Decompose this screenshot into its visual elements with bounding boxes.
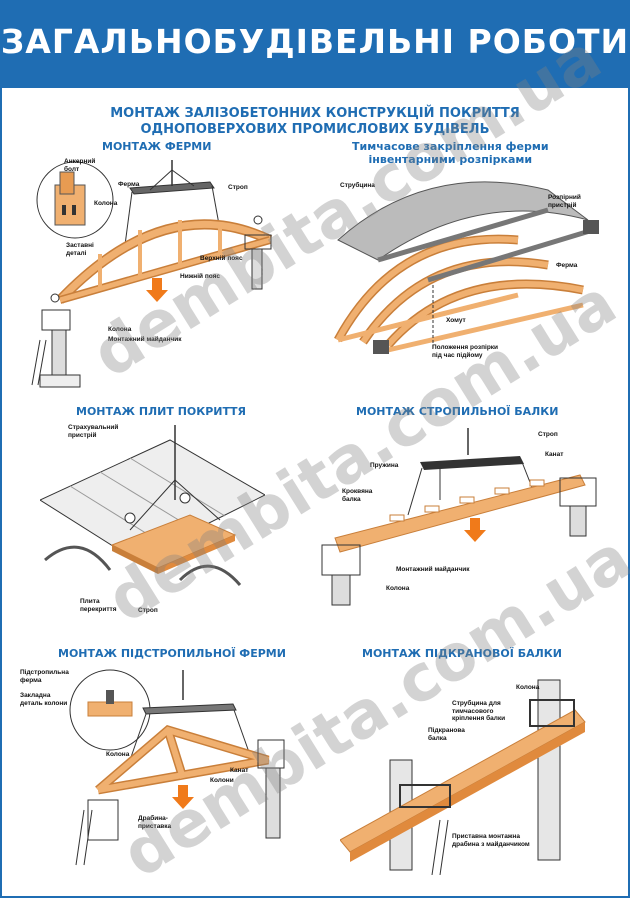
section-crane-title: МОНТАЖ ПІДКРАНОВОЇ БАЛКИ — [362, 647, 562, 660]
label-rafter-rope: Канат — [545, 451, 564, 458]
label-subrafter-rope: Канат — [230, 767, 249, 774]
temp-illustration — [334, 181, 599, 354]
label-ladder: Драбина- приставка — [138, 815, 172, 830]
slabs-illustration — [40, 425, 265, 586]
label-crane-beam: Підкранова балка — [428, 727, 465, 742]
header-bar: ЗАГАЛЬНОБУДІВЕЛЬНІ РОБОТИ — [0, 0, 630, 88]
section-truss-title: МОНТАЖ ФЕРМИ — [102, 140, 212, 153]
section-rafter-title: МОНТАЖ СТРОПИЛЬНОЇ БАЛКИ — [356, 405, 559, 418]
section-temp-title: Тимчасове закріплення ферми інвентарними… — [352, 140, 549, 166]
label-slab-sling: Строп — [138, 607, 158, 614]
label-columns: Колони — [210, 777, 234, 784]
label-rafter-column: Колона — [386, 585, 410, 592]
truss-illustration — [31, 160, 273, 388]
label-subrafter-column: Колона — [106, 751, 130, 758]
subtitle-line-2: ОДНОПОВЕРХОВИХ ПРОМИСЛОВИХ БУДІВЕЛЬ — [140, 122, 490, 137]
label-slab: Плита перекриття — [80, 598, 117, 613]
label-rafter-sling: Строп — [538, 431, 558, 438]
label-roof-beam: Кроквяна балка — [342, 488, 373, 503]
section-slabs-title: МОНТАЖ ПЛИТ ПОКРИТТЯ — [76, 405, 246, 418]
label-crane-ladder: Приставна монтажна драбина з майданчиком — [452, 833, 530, 848]
section-subrafter-title: МОНТАЖ ПІДСТРОПИЛЬНОЇ ФЕРМИ — [58, 647, 286, 660]
subtitle-line-1: МОНТАЖ ЗАЛІЗОБЕТОННИХ КОНСТРУКЦІЙ ПОКРИТ… — [110, 106, 520, 121]
label-safety: Страхувальний пристрій — [68, 424, 119, 439]
label-spacer: Розпірний пристрій — [548, 194, 581, 209]
label-upper-chord: Верхній пояс — [200, 255, 243, 262]
label-rafter-platform: Монтажний майданчик — [396, 566, 470, 573]
label-anchor-bolt: Анкерний болт — [64, 158, 96, 173]
label-spring: Пружина — [370, 462, 399, 469]
rafter-illustration — [321, 428, 597, 606]
label-platform: Монтажний майданчик — [108, 336, 182, 343]
crane-illustration — [340, 679, 586, 875]
subrafter-illustration — [69, 669, 285, 866]
label-clamp: Струбцина — [340, 182, 375, 189]
content-frame — [0, 88, 630, 898]
label-embedded: Заставні деталі — [66, 242, 94, 257]
label-truss: Ферма — [118, 181, 140, 188]
label-collar: Хомут — [446, 317, 466, 324]
label-column: Колона — [94, 200, 118, 207]
label-column-2: Колона — [108, 326, 132, 333]
label-lower-chord: Нижній пояс — [180, 273, 221, 280]
label-subtruss: Підстропильна ферма — [20, 669, 69, 684]
label-temp-truss: Ферма — [556, 262, 578, 269]
label-position: Положення розпірки під час підйому — [432, 344, 499, 359]
label-sling: Строп — [228, 184, 248, 191]
label-crane-column: Колона — [516, 684, 540, 691]
page-title: ЗАГАЛЬНОБУДІВЕЛЬНІ РОБОТИ — [0, 22, 630, 61]
label-crane-clamp: Струбцина для тимчасового кріплення балк… — [452, 700, 506, 722]
label-embedded-column: Закладна деталь колони — [20, 692, 68, 707]
